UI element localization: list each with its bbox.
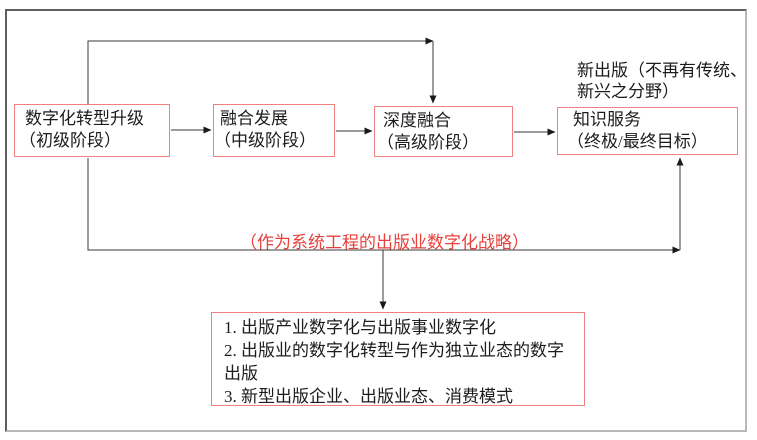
- stage-label: 融合发展: [220, 109, 288, 128]
- stage-box-intermediate: 融合发展 （中级阶段）: [213, 104, 335, 157]
- annotation-line: 新出版（不再有传统、: [577, 61, 747, 80]
- detail-item: 3. 新型出版企业、出版业态、消费模式: [224, 387, 513, 406]
- stage-box-ultimate-goal: 知识服务 （终极/最终目标）: [557, 107, 738, 155]
- detail-item: 1. 出版产业数字化与出版事业数字化: [224, 318, 496, 337]
- diagram-outer-frame: [5, 9, 747, 432]
- stage-label: 知识服务: [573, 110, 641, 129]
- stage-box-advanced: 深度融合 （高级阶段）: [374, 106, 513, 157]
- stage-sublabel: （高级阶段）: [377, 133, 479, 152]
- stage-box-initial: 数字化转型升级 （初级阶段）: [14, 104, 170, 157]
- detail-box: 1. 出版产业数字化与出版事业数字化 2. 出版业的数字化转型与作为独立业态的数…: [211, 312, 585, 406]
- annotation-line: 新兴之分野）: [577, 82, 679, 101]
- arrow-top-skip-across: [87, 37, 434, 104]
- arrow-bottom-across: [87, 158, 681, 254]
- stage-label: 深度融合: [383, 111, 451, 130]
- detail-item-wrap: 出版: [224, 364, 258, 383]
- strategy-note: （作为系统工程的出版业数字化战略）: [240, 233, 529, 252]
- new-publishing-annotation: 新出版（不再有传统、 新兴之分野）: [577, 60, 752, 102]
- stage-sublabel: （中级阶段）: [214, 131, 316, 150]
- stage-label: 数字化转型升级: [25, 109, 144, 128]
- detail-item: 2. 出版业的数字化转型与作为独立业态的数字: [224, 341, 564, 360]
- stage-sublabel: （初级阶段）: [19, 131, 121, 150]
- stage-sublabel: （终极/最终目标）: [567, 132, 708, 151]
